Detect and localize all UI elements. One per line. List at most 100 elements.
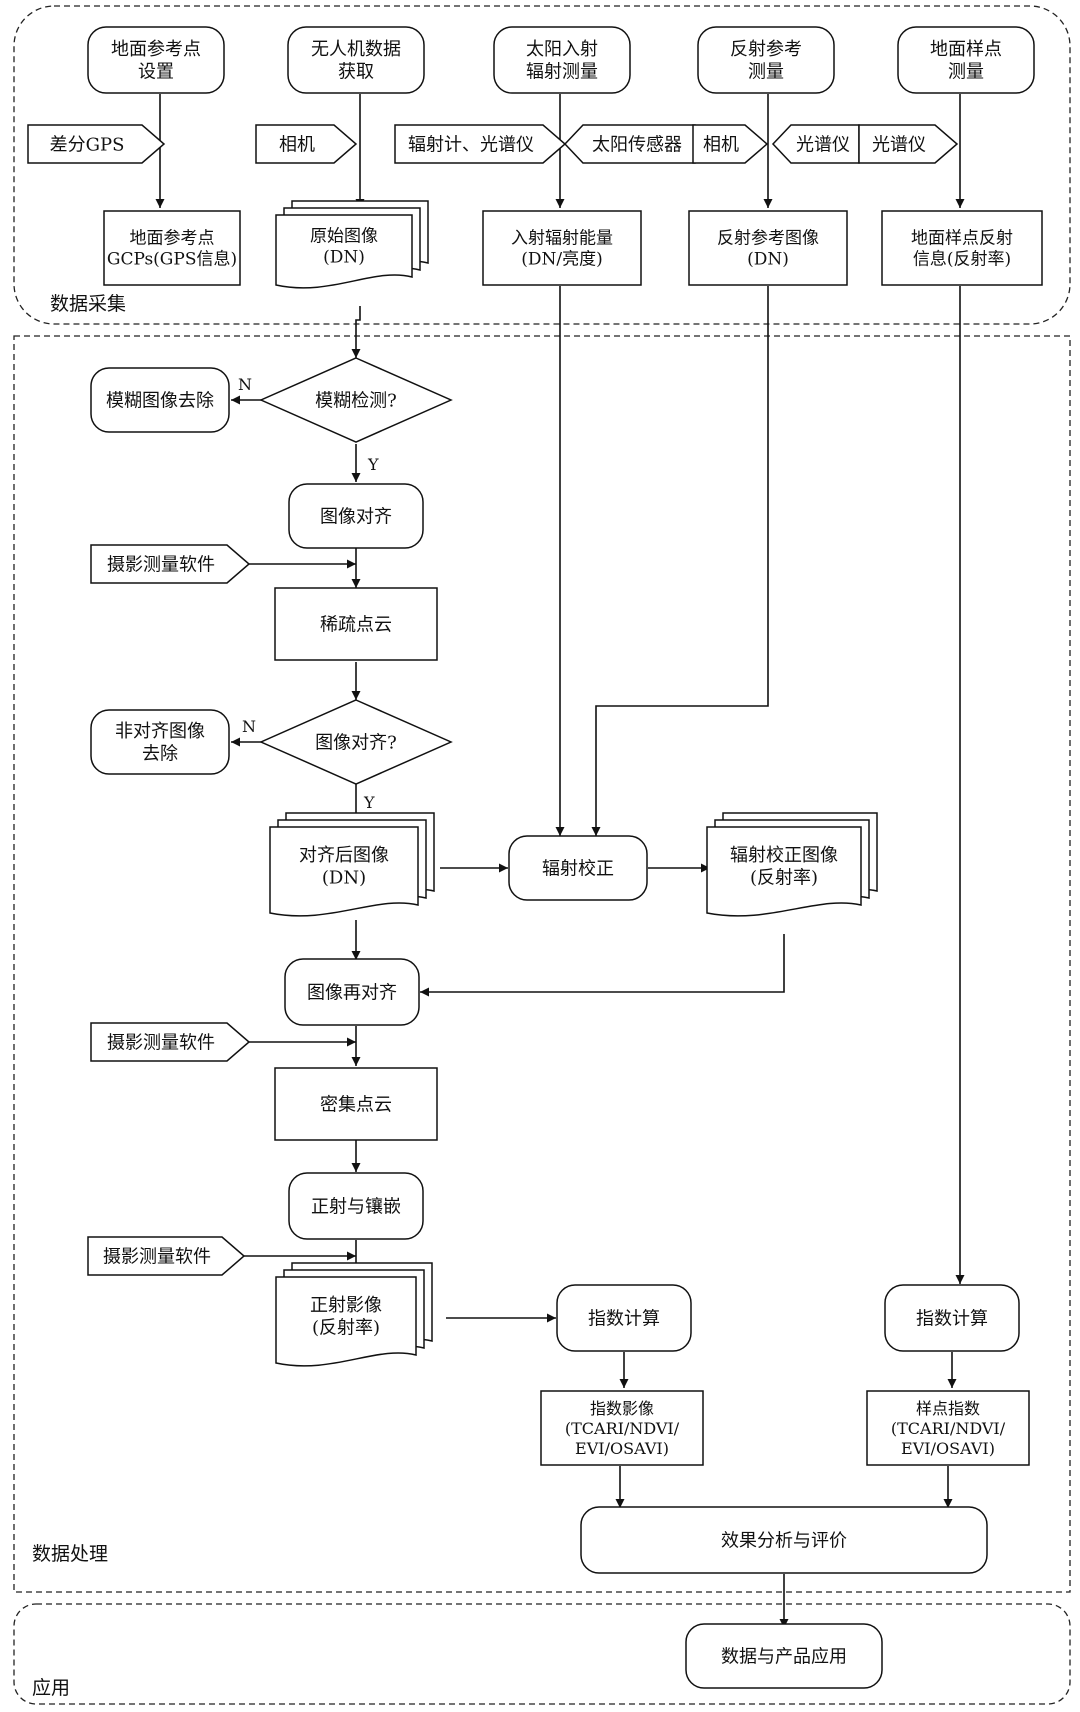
edge-label-blur-no: N bbox=[238, 375, 252, 394]
node-blur-check: 模糊检测? bbox=[259, 357, 453, 443]
node-diff-gps: 差分GPS bbox=[27, 124, 166, 164]
node-img-align-label: 图像对齐 bbox=[320, 506, 392, 527]
connectors bbox=[155, 94, 965, 1628]
edge-refimage-radcorr bbox=[591, 286, 769, 836]
node-dense-cloud-label: 密集点云 bbox=[320, 1094, 392, 1115]
node-sample-info-label: 地面样点反射 bbox=[911, 228, 1013, 248]
node-radiometer-label: 辐射计、光谱仪 bbox=[408, 134, 534, 155]
node-app: 数据与产品应用 bbox=[685, 1623, 883, 1689]
node-photo-sw3: 摄影测量软件 bbox=[87, 1236, 246, 1276]
node-sparse-cloud: 稀疏点云 bbox=[274, 587, 438, 661]
node-index-img-label: EVI/OSAVI) bbox=[575, 1439, 669, 1458]
node-sun-sensor: 太阳传感器 bbox=[563, 124, 696, 164]
node-sun-sensor-label: 太阳传感器 bbox=[592, 134, 682, 155]
node-sample-info-label: 信息(反射率) bbox=[913, 250, 1011, 270]
node-sample-index: 样点指数(TCARI/NDVI/EVI/OSAVI) bbox=[866, 1390, 1030, 1466]
node-index-calc1-label: 指数计算 bbox=[588, 1308, 660, 1329]
node-index-img: 指数影像(TCARI/NDVI/EVI/OSAVI) bbox=[540, 1390, 704, 1466]
node-realign-label: 图像再对齐 bbox=[307, 982, 397, 1003]
section-label-application: 应用 bbox=[32, 1677, 70, 1699]
node-sample-measure-label: 测量 bbox=[948, 62, 984, 83]
node-index-img-label: (TCARI/NDVI/ bbox=[565, 1419, 680, 1438]
section-label-processing: 数据处理 bbox=[32, 1543, 108, 1565]
node-camera2-label: 相机 bbox=[703, 134, 739, 155]
node-sample-index-label: (TCARI/NDVI/ bbox=[891, 1419, 1006, 1438]
node-sample-index-label: EVI/OSAVI) bbox=[901, 1439, 995, 1458]
node-ref-image: 反射参考图像(DN) bbox=[688, 210, 848, 286]
node-camera1-label: 相机 bbox=[279, 134, 315, 155]
edge-corrimg-realign bbox=[420, 934, 785, 997]
node-img-align: 图像对齐 bbox=[288, 483, 424, 549]
node-index-calc2-label: 指数计算 bbox=[916, 1308, 988, 1329]
node-photo-sw2: 摄影测量软件 bbox=[90, 1022, 251, 1062]
application-frame bbox=[13, 1603, 1071, 1705]
node-rad-correct-label: 辐射校正 bbox=[542, 858, 614, 879]
edge-raw-blurcheck bbox=[351, 306, 361, 358]
node-solar-measure-label: 太阳入射 bbox=[526, 39, 598, 60]
section-frames bbox=[13, 5, 1071, 1705]
node-app-label: 数据与产品应用 bbox=[721, 1646, 847, 1667]
node-blur-check-label: 模糊检测? bbox=[315, 390, 397, 411]
node-rad-corrected-img: 辐射校正图像(反射率) bbox=[706, 812, 878, 917]
node-raw-image-label: 原始图像 bbox=[310, 226, 378, 246]
node-index-calc2: 指数计算 bbox=[884, 1284, 1020, 1352]
node-index-img-label: 指数影像 bbox=[590, 1399, 654, 1418]
node-ref-measure-label: 测量 bbox=[748, 62, 784, 83]
node-ref-measure-label: 反射参考 bbox=[730, 39, 802, 60]
node-incident-energy-label: (DN/亮度) bbox=[521, 250, 603, 270]
edge-label-blur-yes: Y bbox=[367, 455, 379, 474]
edge-label-align-yes: Y bbox=[363, 793, 375, 812]
node-photo-sw1-label: 摄影测量软件 bbox=[107, 554, 215, 575]
node-align-check-label: 图像对齐? bbox=[315, 732, 397, 753]
node-incident-energy-label: 入射辐射能量 bbox=[511, 228, 613, 248]
node-gcp-info-label: GCPs(GPS信息) bbox=[107, 250, 237, 270]
node-rad-correct: 辐射校正 bbox=[508, 835, 648, 901]
node-incident-energy: 入射辐射能量(DN/亮度) bbox=[482, 210, 642, 286]
edge-label-align-no: N bbox=[242, 717, 256, 736]
node-ortho-img-label: 正射影像 bbox=[310, 1295, 382, 1316]
node-analysis: 效果分析与评价 bbox=[580, 1506, 988, 1574]
node-raw-image: 原始图像(DN) bbox=[275, 200, 429, 289]
node-rad-corrected-img-label: 辐射校正图像 bbox=[730, 845, 838, 866]
node-spectrometer1: 光谱仪 bbox=[771, 124, 860, 164]
node-index-calc1: 指数计算 bbox=[556, 1284, 692, 1352]
node-gcp-setup-label: 地面参考点 bbox=[111, 39, 201, 60]
section-label-acquisition: 数据采集 bbox=[50, 293, 126, 315]
node-blur-remove: 模糊图像去除 bbox=[90, 367, 230, 433]
node-solar-measure-label: 辐射测量 bbox=[526, 62, 598, 83]
node-sparse-cloud-label: 稀疏点云 bbox=[320, 614, 392, 635]
node-ortho-img-label: (反射率) bbox=[312, 1318, 380, 1339]
node-aligned-img: 对齐后图像(DN) bbox=[269, 812, 435, 917]
node-nonalign-remove-label: 去除 bbox=[142, 744, 178, 765]
node-realign: 图像再对齐 bbox=[284, 958, 420, 1026]
node-diff-gps-label: 差分GPS bbox=[50, 134, 125, 155]
node-nonalign-remove-label: 非对齐图像 bbox=[115, 721, 205, 742]
node-dense-cloud: 密集点云 bbox=[274, 1067, 438, 1141]
node-camera1: 相机 bbox=[255, 124, 358, 164]
node-ortho-img: 正射影像(反射率) bbox=[275, 1262, 433, 1367]
node-photo-sw1: 摄影测量软件 bbox=[90, 544, 251, 584]
node-ref-image-label: (DN) bbox=[747, 250, 789, 270]
node-gcp-info-label: 地面参考点 bbox=[130, 228, 215, 248]
node-align-check: 图像对齐? bbox=[259, 699, 453, 785]
node-camera2: 相机 bbox=[692, 124, 769, 164]
node-spectrometer2-label: 光谱仪 bbox=[872, 134, 926, 155]
node-ref-image-label: 反射参考图像 bbox=[717, 228, 819, 248]
node-aligned-img-label: 对齐后图像 bbox=[299, 845, 389, 866]
node-spectrometer2: 光谱仪 bbox=[858, 124, 959, 164]
node-uav-data-label: 获取 bbox=[338, 62, 374, 83]
node-sample-index-label: 样点指数 bbox=[916, 1399, 980, 1418]
node-radiometer: 辐射计、光谱仪 bbox=[394, 124, 567, 164]
node-aligned-img-label: (DN) bbox=[322, 868, 366, 889]
node-sample-measure-label: 地面样点 bbox=[930, 39, 1002, 60]
node-ortho-mosaic-label: 正射与镶嵌 bbox=[311, 1196, 401, 1217]
